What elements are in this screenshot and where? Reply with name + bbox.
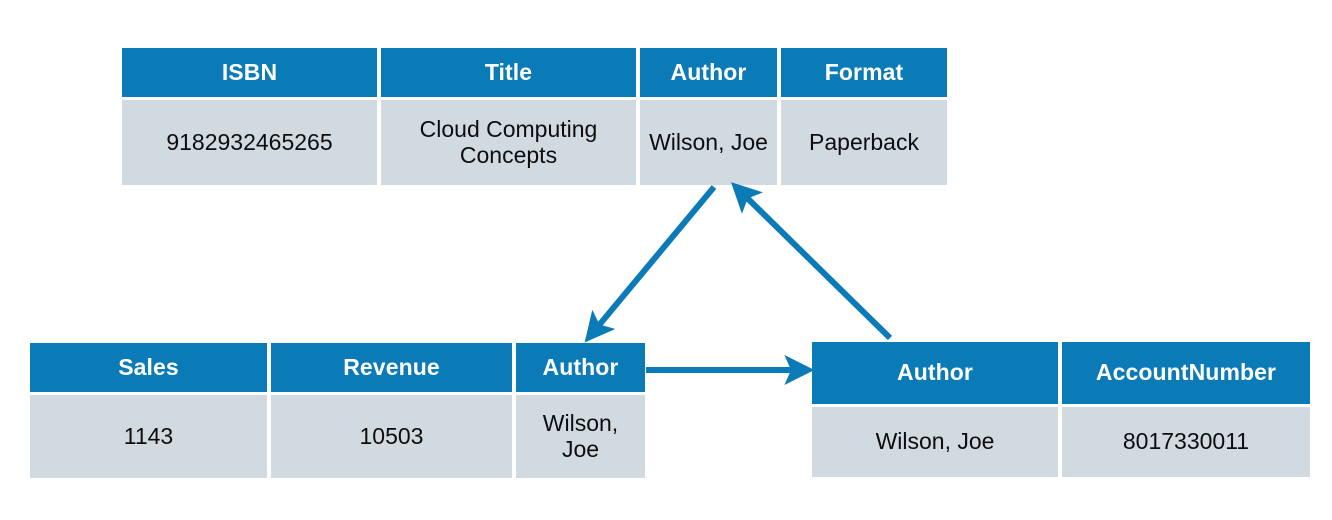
account-table-header-row: Author AccountNumber bbox=[812, 342, 1310, 404]
column-separator bbox=[1058, 342, 1062, 404]
column-separator bbox=[636, 48, 640, 97]
account-table-cell-author: Wilson, Joe bbox=[812, 407, 1058, 477]
row-separator bbox=[812, 404, 1310, 407]
book-table-cell-format: Paperback bbox=[781, 100, 947, 185]
row-separator bbox=[30, 392, 645, 395]
account-table-header-accountnumber[interactable]: AccountNumber bbox=[1062, 342, 1310, 404]
row-separator bbox=[122, 97, 947, 100]
sales-table-cell-sales: 1143 bbox=[30, 395, 267, 478]
column-separator bbox=[777, 100, 781, 185]
sales-table: Sales Revenue Author 1143 10503 Wilson, … bbox=[30, 343, 645, 478]
column-separator bbox=[512, 343, 516, 392]
account-table: Author AccountNumber Wilson, Joe 8017330… bbox=[812, 342, 1310, 477]
book-table: ISBN Title Author Format 9182932465265 C… bbox=[122, 48, 947, 185]
column-separator bbox=[267, 395, 271, 478]
account-table-cell-accountnumber: 8017330011 bbox=[1062, 407, 1310, 477]
sales-table-header-revenue[interactable]: Revenue bbox=[271, 343, 512, 392]
book-table-header-format[interactable]: Format bbox=[781, 48, 947, 97]
connector-book-author-to-sales-author bbox=[584, 185, 717, 343]
connector-account-author-to-book-author bbox=[731, 182, 893, 341]
column-separator bbox=[1058, 407, 1062, 477]
column-separator bbox=[377, 100, 381, 185]
account-table-header-author[interactable]: Author bbox=[812, 342, 1058, 404]
book-table-row: 9182932465265 Cloud Computing Concepts W… bbox=[122, 100, 947, 185]
sales-table-header-row: Sales Revenue Author bbox=[30, 343, 645, 392]
book-table-header-author[interactable]: Author bbox=[640, 48, 777, 97]
book-table-header-row: ISBN Title Author Format bbox=[122, 48, 947, 97]
book-table-cell-author: Wilson, Joe bbox=[640, 100, 777, 185]
column-separator bbox=[267, 343, 271, 392]
column-separator bbox=[636, 100, 640, 185]
sales-table-header-sales[interactable]: Sales bbox=[30, 343, 267, 392]
account-table-row: Wilson, Joe 8017330011 bbox=[812, 407, 1310, 477]
column-separator bbox=[777, 48, 781, 97]
book-table-header-isbn[interactable]: ISBN bbox=[122, 48, 377, 97]
book-table-cell-title: Cloud Computing Concepts bbox=[381, 100, 636, 185]
sales-table-row: 1143 10503 Wilson, Joe bbox=[30, 395, 645, 478]
column-separator bbox=[377, 48, 381, 97]
sales-table-header-author[interactable]: Author bbox=[516, 343, 645, 392]
book-table-header-title[interactable]: Title bbox=[381, 48, 636, 97]
sales-table-cell-revenue: 10503 bbox=[271, 395, 512, 478]
column-separator bbox=[512, 395, 516, 478]
book-table-cell-isbn: 9182932465265 bbox=[122, 100, 377, 185]
sales-table-cell-author: Wilson, Joe bbox=[516, 395, 645, 478]
